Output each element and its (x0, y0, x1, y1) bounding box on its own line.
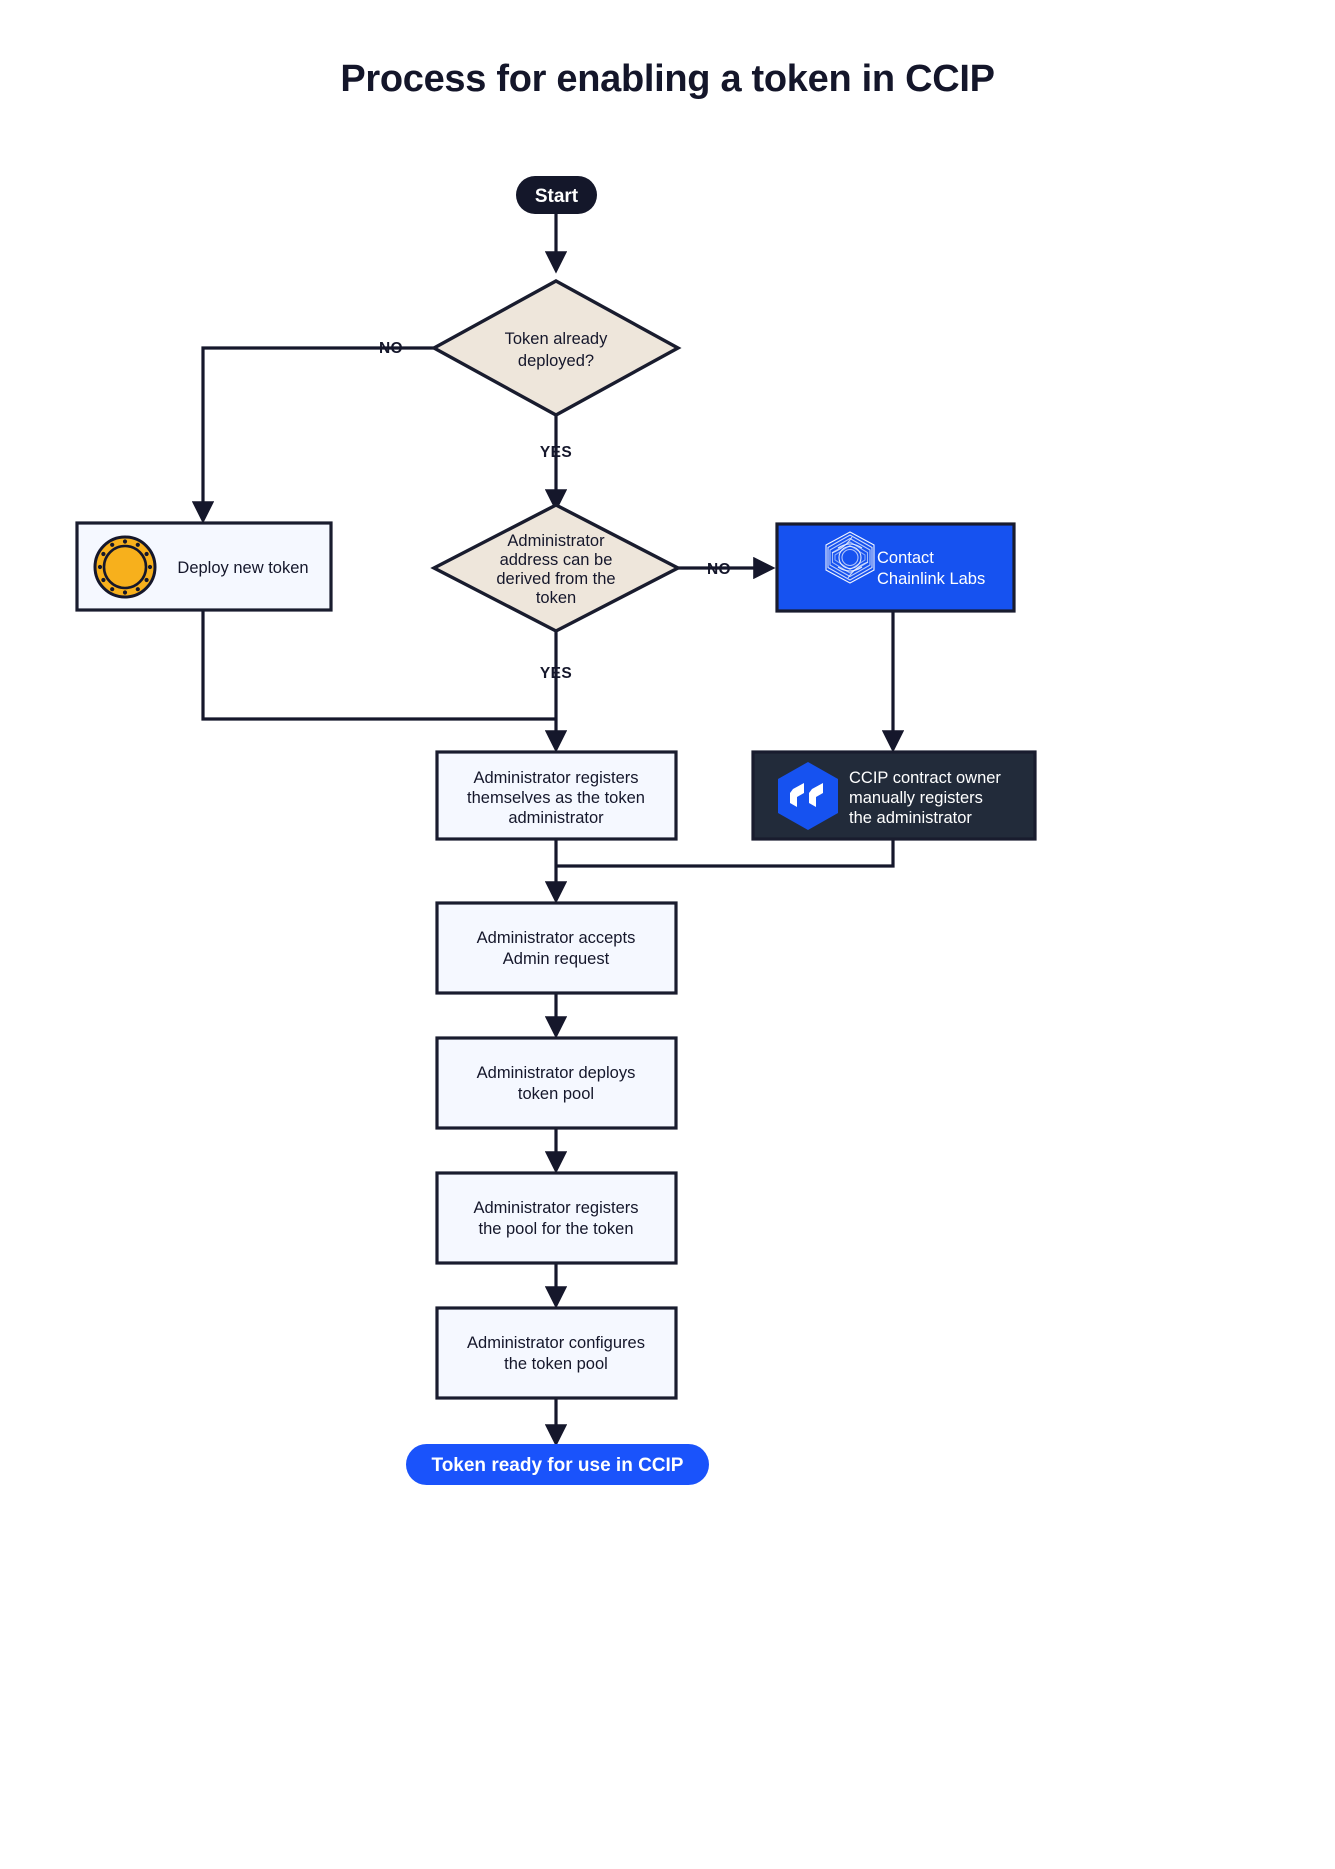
decision-admin-derived-line-2: address can be (500, 551, 613, 569)
node-end-token-ready[interactable]: Token ready for use in CCIP (406, 1444, 709, 1485)
page-title: Process for enabling a token in CCIP (340, 58, 995, 100)
node-decision-token-deployed[interactable]: Token already deployed? (430, 279, 682, 417)
admin-registers-self-line-1: Administrator registers (473, 769, 638, 787)
node-contact-chainlink-labs[interactable]: Contact Chainlink Labs (775, 522, 1016, 613)
admin-registers-pool-line-2: the pool for the token (478, 1220, 633, 1238)
edge-label-deployed-yes: YES (540, 444, 572, 461)
contact-chainlink-line-1: Contact (877, 549, 934, 567)
admin-accepts-line-1: Administrator accepts (477, 929, 636, 947)
decision-token-deployed-line-1: Token already (505, 330, 608, 348)
edge-label-admin-no: NO (707, 561, 731, 578)
node-decision-admin-derived[interactable]: Administrator address can be derived fro… (430, 503, 682, 633)
admin-registers-pool-line-1: Administrator registers (473, 1199, 638, 1217)
node-admin-registers-pool[interactable]: Administrator registers the pool for the… (435, 1171, 678, 1265)
node-start[interactable]: Start (516, 176, 597, 214)
decision-admin-derived-line-1: Administrator (507, 532, 605, 550)
admin-registers-self-line-3: administrator (508, 809, 604, 827)
admin-configures-pool-line-1: Administrator configures (467, 1334, 645, 1352)
contact-chainlink-line-2: Chainlink Labs (877, 570, 985, 588)
decision-token-deployed-line-2: deployed? (518, 352, 594, 370)
node-admin-deploys-pool[interactable]: Administrator deploys token pool (435, 1036, 678, 1130)
admin-deploys-pool-line-2: token pool (518, 1085, 594, 1103)
ccip-cube-icon (778, 762, 838, 830)
ccip-owner-line-2: manually registers (849, 789, 983, 807)
node-admin-registers-self[interactable]: Administrator registers themselves as th… (435, 750, 678, 841)
decision-admin-derived-line-4: token (536, 589, 576, 607)
node-ccip-owner-registers[interactable]: CCIP contract owner manually registers t… (751, 750, 1037, 841)
node-end-label: Token ready for use in CCIP (432, 1455, 684, 1476)
admin-deploys-pool-line-1: Administrator deploys (477, 1064, 636, 1082)
admin-configures-pool-line-2: the token pool (504, 1355, 608, 1373)
admin-registers-self-line-2: themselves as the token (467, 789, 645, 807)
node-admin-accepts-request[interactable]: Administrator accepts Admin request (435, 901, 678, 995)
node-start-label: Start (535, 186, 579, 207)
coin-icon (93, 535, 157, 599)
node-deploy-new-token[interactable]: Deploy new token (75, 521, 333, 612)
node-admin-configures-pool[interactable]: Administrator configures the token pool (435, 1306, 678, 1400)
connector-decision1-no-to-deploy (191, 346, 436, 524)
edge-label-admin-yes: YES (540, 665, 572, 682)
chainlink-logo-icon (825, 531, 875, 584)
ccip-owner-line-1: CCIP contract owner (849, 769, 1001, 787)
deploy-new-token-label: Deploy new token (177, 559, 308, 577)
decision-admin-derived-line-3: derived from the (496, 570, 615, 588)
connector-deploy-to-registers (201, 610, 556, 721)
edge-label-deployed-no: NO (379, 340, 403, 357)
connector-ccipowner-to-accepts (556, 839, 895, 868)
admin-accepts-line-2: Admin request (503, 950, 610, 968)
ccip-owner-line-3: the administrator (849, 809, 972, 827)
